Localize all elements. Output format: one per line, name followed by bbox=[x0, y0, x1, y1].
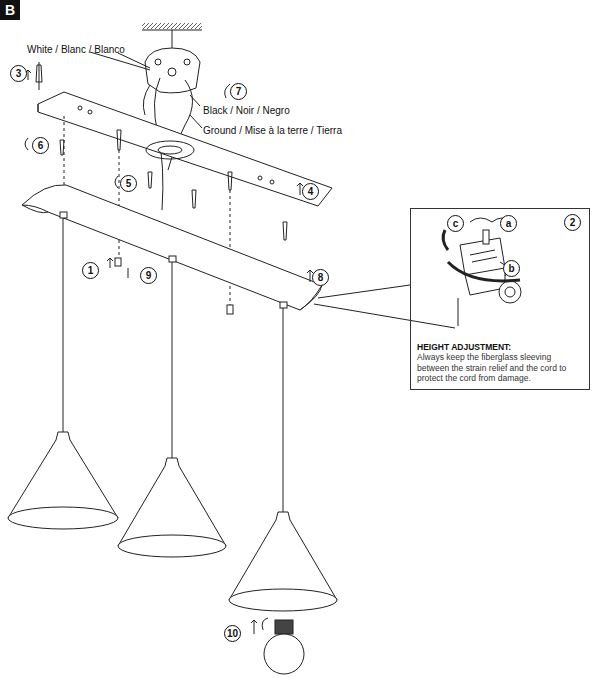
figure-letter: B bbox=[0, 0, 20, 20]
callout-number: 4 bbox=[302, 183, 319, 200]
inset-box: HEIGHT ADJUSTMENT:Always keep the fiberg… bbox=[410, 208, 590, 390]
wire-label: Black / Noir / Negro bbox=[203, 105, 290, 116]
callout-number: 10 bbox=[224, 625, 241, 642]
callout-letter: a bbox=[500, 215, 517, 232]
callout-number: 1 bbox=[82, 262, 99, 279]
note-heading: HEIGHT ADJUSTMENT: bbox=[417, 342, 583, 352]
callout-letter: b bbox=[503, 260, 520, 277]
callout-number: 8 bbox=[312, 269, 329, 286]
callout-number: 6 bbox=[32, 137, 49, 154]
callout-number: 7 bbox=[230, 83, 247, 100]
wire-label: White / Blanc / Blanco bbox=[27, 44, 125, 55]
wire-label: Ground / Mise à la terre / Tierra bbox=[203, 125, 342, 136]
callout-number: 3 bbox=[10, 65, 27, 82]
note-body: Always keep the fiberglass sleeving betw… bbox=[417, 352, 583, 383]
callout-number: 9 bbox=[140, 267, 157, 284]
callout-number: 5 bbox=[120, 175, 137, 192]
callout-number: 2 bbox=[564, 214, 581, 231]
callout-letter: c bbox=[447, 215, 464, 232]
